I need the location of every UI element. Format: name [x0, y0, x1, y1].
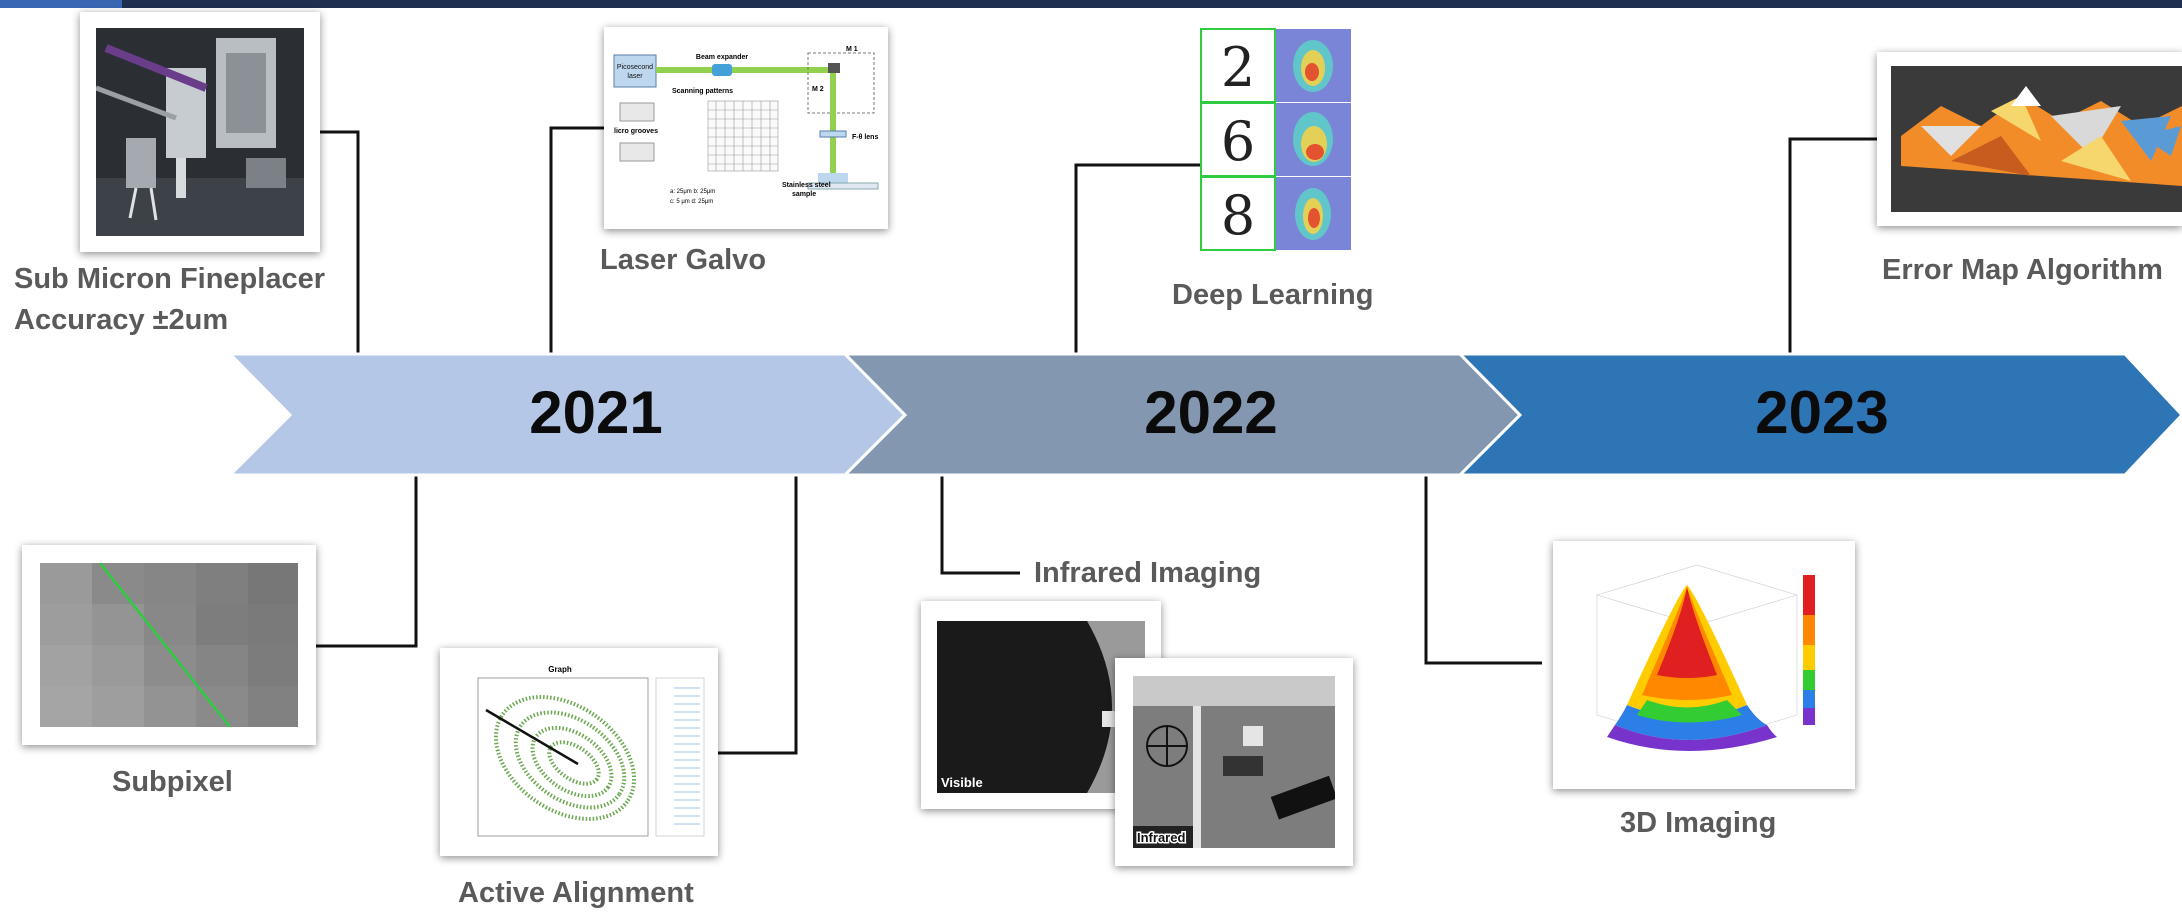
text-m1: M 1 — [846, 46, 858, 53]
connector-laser-galvo — [549, 126, 604, 354]
text-scanning-patterns: Scanning patterns — [672, 88, 733, 95]
error-map-surface — [1877, 52, 2182, 226]
label-error-map: Error Map Algorithm — [1882, 254, 2163, 286]
label-laser-galvo: Laser Galvo — [600, 244, 767, 276]
text-infrared: Infrared — [1137, 830, 1185, 845]
digit-6: 6 — [1221, 110, 1255, 173]
text-params-1: a: 25μm b: 25μm — [670, 189, 715, 195]
text-m2: M 2 — [812, 86, 824, 93]
text-picosecond: Picosecond — [617, 64, 653, 71]
text-laser: laser — [627, 73, 643, 80]
fineplacer-photo — [80, 12, 320, 252]
connector-fineplacer — [320, 130, 360, 354]
connector-infrared — [940, 475, 1020, 575]
label-infrared-imaging: Infrared Imaging — [1034, 557, 1262, 589]
active-alignment-graph: Graph — [440, 648, 718, 856]
top-bar — [0, 0, 2182, 8]
connector-deep-learning — [1074, 163, 1200, 354]
text-f-theta: F-θ lens — [852, 134, 878, 141]
imaging-3d-plot — [1553, 541, 1855, 789]
top-bar-accent — [0, 0, 122, 8]
year-2021: 2021 — [529, 379, 663, 446]
digit-2: 2 — [1221, 36, 1255, 99]
label-deep-learning: Deep Learning — [1172, 279, 1374, 311]
text-beam-expander: Beam expander — [696, 54, 748, 61]
label-3d-imaging: 3D Imaging — [1620, 807, 1777, 839]
text-graph-title: Graph — [548, 665, 572, 674]
label-subpixel: Subpixel — [112, 766, 233, 798]
connector-active-alignment — [718, 475, 798, 755]
infrared-photo: Infrared — [1115, 658, 1353, 866]
text-sample: sample — [792, 191, 816, 198]
laser-galvo-diagram: Picosecond laser Beam expander M 1 M 2 F… — [604, 27, 888, 229]
arrow-2023 — [1456, 352, 2182, 477]
text-params-2: c: 5 μm d: 25μm — [670, 199, 713, 205]
subpixel-image — [22, 545, 316, 745]
label-fineplacer: Sub Micron Fineplacer — [14, 263, 325, 295]
digit-8: 8 — [1221, 184, 1255, 247]
text-stainless: Stainless steel — [782, 182, 831, 189]
mnist-heatmap-grid: 2 6 8 — [1200, 28, 1352, 252]
label-fineplacer-accuracy: Accuracy ±2um — [14, 304, 229, 336]
text-visible: Visible — [941, 775, 983, 790]
label-active-alignment: Active Alignment — [458, 877, 694, 909]
connector-error-map — [1788, 137, 1877, 354]
connector-subpixel — [316, 475, 418, 648]
connector-3d-imaging — [1424, 475, 1542, 665]
text-micro-grooves: licro grooves — [614, 128, 658, 135]
year-2022: 2022 — [1144, 379, 1278, 446]
year-2023: 2023 — [1755, 379, 1889, 446]
